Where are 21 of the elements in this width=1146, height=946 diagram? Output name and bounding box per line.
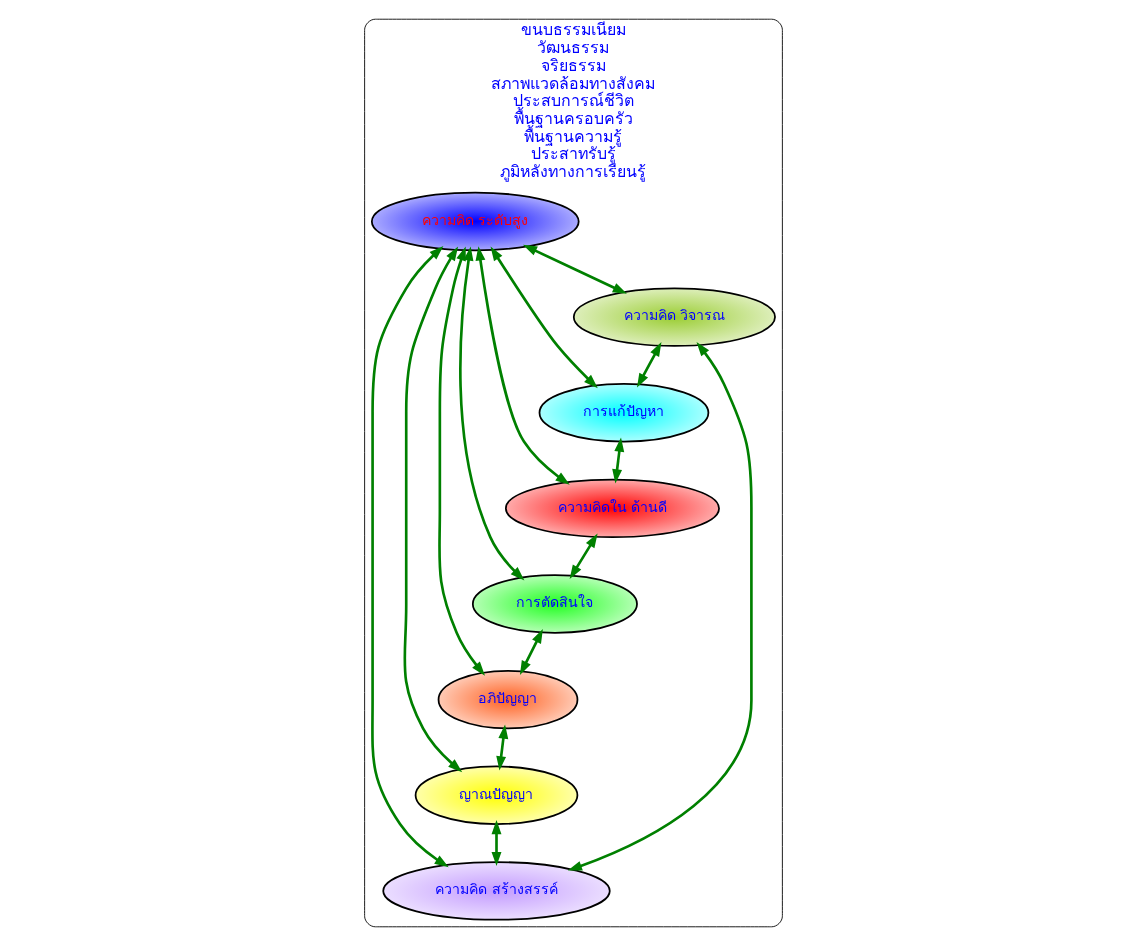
- node-ellipse: อภิปัญญา: [437, 669, 578, 730]
- arrow: [569, 533, 598, 580]
- node-ellipse: ความคิด วิจารณ: [572, 287, 776, 347]
- arrow: [490, 246, 598, 389]
- node-ellipse: การแก้ปัญหา: [538, 383, 709, 443]
- arrow: [519, 628, 543, 675]
- arrow: [402, 246, 462, 773]
- arrow: [567, 342, 753, 871]
- arrow: [636, 342, 661, 388]
- node-ellipse: ญาณปัญญา: [414, 765, 578, 825]
- arrow: [370, 246, 449, 868]
- arrow: [475, 246, 570, 485]
- arrow: [491, 820, 501, 867]
- arrow: [495, 724, 508, 771]
- arrow: [522, 244, 627, 294]
- node-ellipse: การตัดสินใจ: [471, 574, 638, 634]
- arrow: [437, 246, 485, 676]
- arrow: [458, 246, 524, 581]
- node-ellipse: ความคิดใน ด้านดี: [504, 478, 720, 539]
- node-ellipse: ความคิด ระดับสูง: [370, 191, 580, 252]
- arrow: [611, 437, 624, 484]
